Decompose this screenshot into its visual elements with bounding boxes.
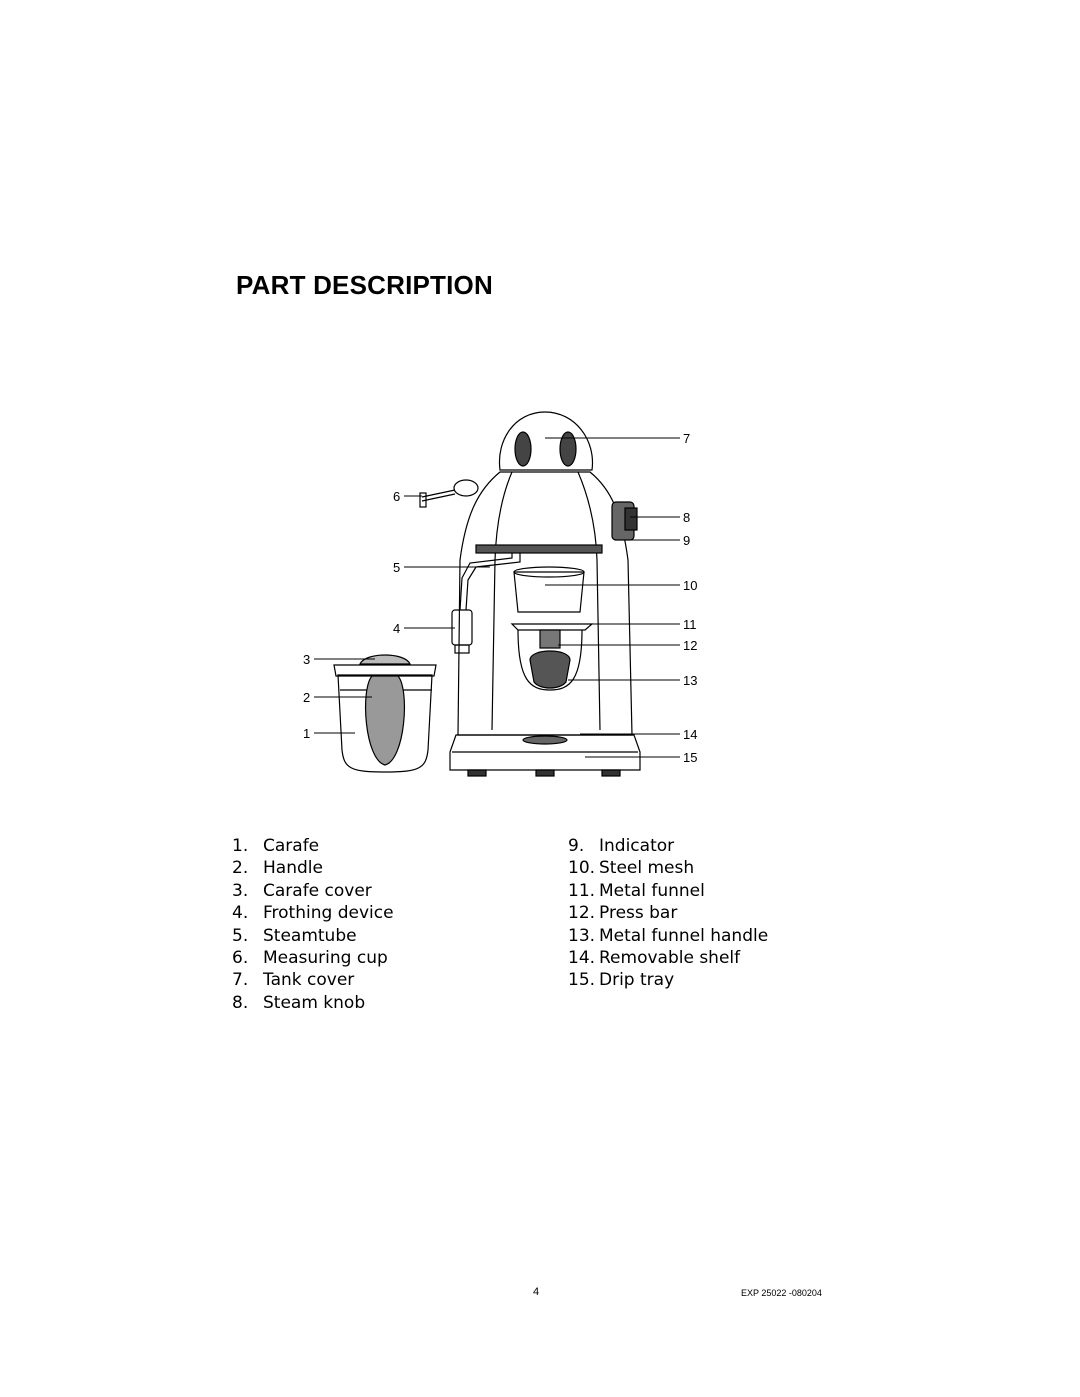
item-number: 4. [232,903,249,924]
callout-3: 3 [303,652,310,667]
callout-1: 1 [303,726,310,741]
callout-9: 9 [683,533,690,548]
callout-5: 5 [393,560,400,575]
item-number: 8. [232,992,249,1013]
tank-cover-drawing [498,411,594,471]
list-item: 5. Steamtube [232,925,394,947]
list-item: 9. Indicator [568,835,768,857]
item-label: Carafe [263,836,320,856]
callout-10: 10 [683,578,697,593]
list-item: 3. Carafe cover [232,880,394,902]
list-item: 6. Measuring cup [232,947,394,969]
item-number: 14. [568,948,596,969]
item-label: Steel mesh [599,858,695,879]
item-label: Steamtube [263,925,357,946]
steam-knob-drawing [611,501,638,541]
callout-6: 6 [393,489,400,504]
item-label: Press bar [599,903,678,924]
page-title: PART DESCRIPTION [236,270,493,300]
list-item: 12.Press bar [568,902,768,924]
callout-14: 14 [683,727,697,742]
item-label: Tank cover [263,970,355,991]
callout-leaders [314,437,680,758]
item-number: 1. [232,836,249,856]
item-number: 2. [232,858,249,879]
list-item: 8. Steam knob [232,992,394,1014]
item-number: 9. [568,836,585,856]
parts-list-left: 1. Carafe 2. Handle 3. Carafe cover 4. Froth… [232,835,394,1014]
item-label: Drip tray [599,970,675,991]
parts-list-right: 9.Indicator 10.Steel mesh 11.Metal funne… [568,835,768,992]
item-number: 13. [568,925,596,946]
steel-mesh-drawing [513,566,585,613]
callout-8: 8 [683,510,690,525]
page-number: 4 [533,1286,540,1298]
callout-2: 2 [303,690,310,705]
item-label: Metal funnel [599,880,705,901]
list-item: 7. Tank cover [232,969,394,991]
espresso-machine-diagram: 7 6 8 9 5 10 4 11 12 3 13 2 1 14 15 [303,411,697,777]
list-item: 11.Metal funnel [568,880,768,902]
callout-11: 11 [683,617,697,632]
document-code: EXP 25022 -080204 [741,1288,822,1298]
list-item: 2. Handle [232,857,394,879]
list-item: 15.Drip tray [568,969,768,991]
item-number: 5. [232,925,249,946]
item-label: Frothing device [263,903,394,924]
list-item: 13.Metal funnel handle [568,925,768,947]
item-label: Handle [263,858,323,879]
metal-funnel-drawing [510,623,594,691]
item-label: Removable shelf [599,948,741,969]
item-number: 15. [568,970,596,991]
item-label: Measuring cup [263,948,388,969]
item-number: 12. [568,903,596,924]
callout-7: 7 [683,431,690,446]
item-number: 7. [232,970,249,991]
item-number: 10. [568,858,596,879]
measuring-cup-drawing [419,479,479,508]
list-item: 14.Removable shelf [568,947,768,969]
callout-4: 4 [393,621,400,636]
callout-15: 15 [683,750,697,765]
list-item: 4. Frothing device [232,902,394,924]
list-item: 10.Steel mesh [568,857,768,879]
item-number: 6. [232,948,249,969]
list-item: 1. Carafe [232,835,394,857]
item-label: Metal funnel handle [599,925,769,946]
carafe-drawing [333,654,437,773]
drip-tray-drawing [449,734,641,777]
item-number: 3. [232,880,249,901]
steamtube-drawing [451,553,521,654]
item-label: Carafe cover [263,880,372,901]
item-number: 11. [568,880,596,901]
callout-12: 12 [683,638,697,653]
callout-13: 13 [683,673,697,688]
item-label: Indicator [599,836,675,856]
item-label: Steam knob [263,992,366,1013]
machine-body-drawing [457,471,633,736]
